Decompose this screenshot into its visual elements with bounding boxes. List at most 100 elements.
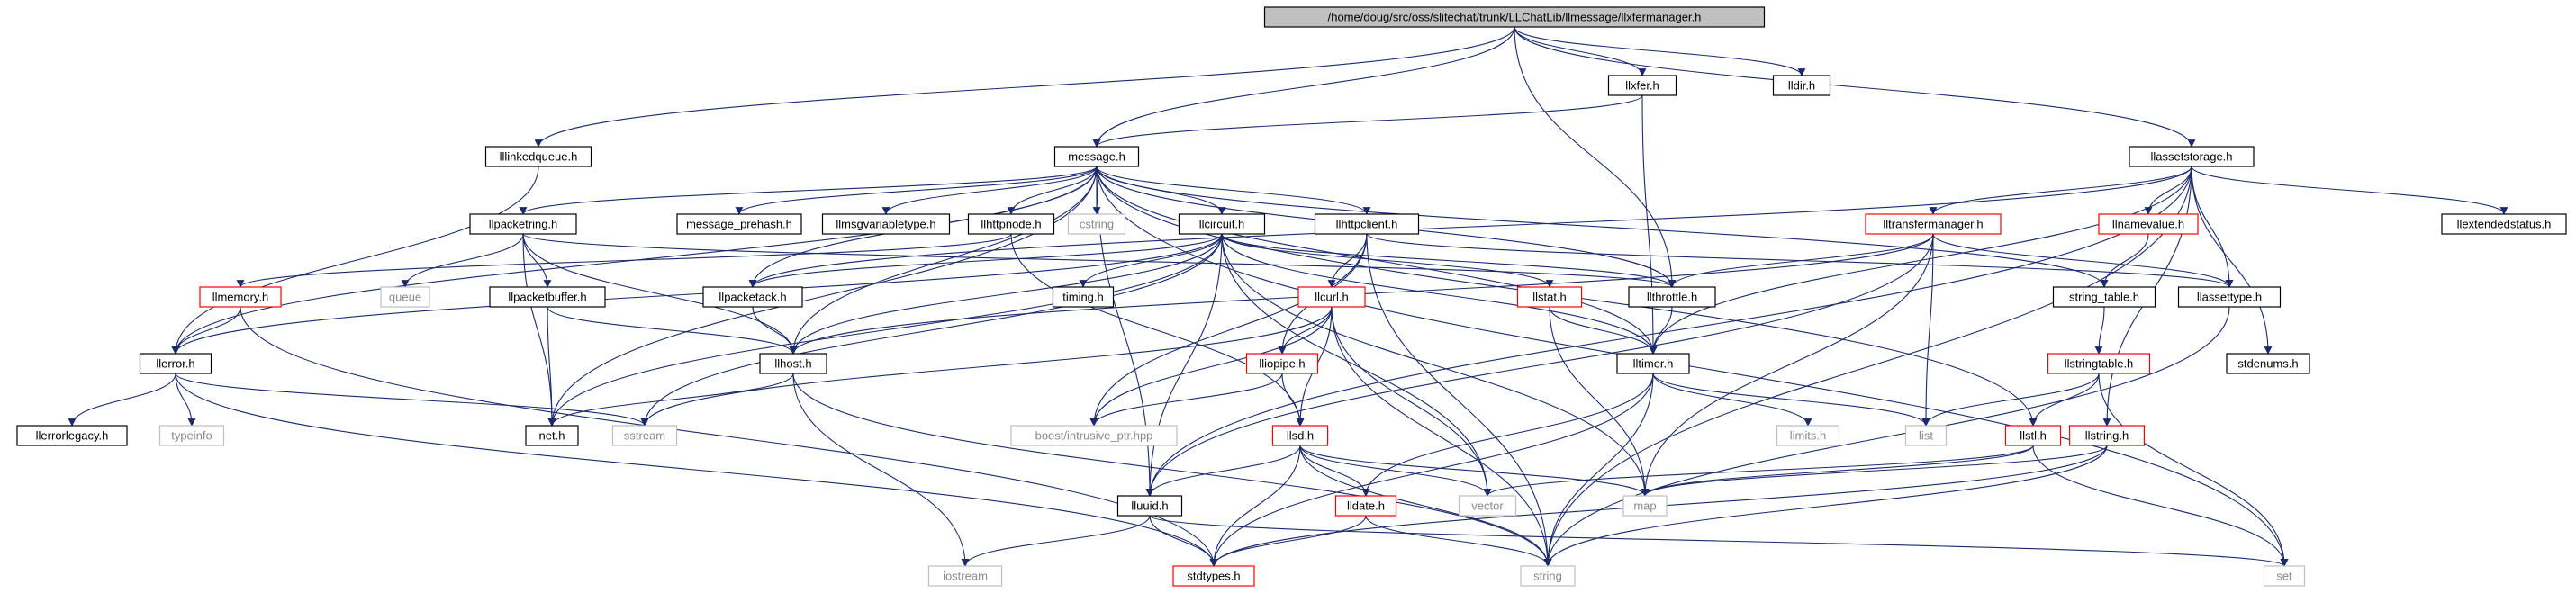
node-lliopipe[interactable]: lliopipe.h	[1245, 353, 1319, 374]
node-set[interactable]: set	[2263, 565, 2306, 587]
node-label: stdenums.h	[2237, 357, 2298, 371]
edge-llstat-to-map	[1549, 306, 1650, 497]
node-llnamevalue[interactable]: llnamevalue.h	[2098, 213, 2199, 235]
node-llerrorlegacy[interactable]: llerrorlegacy.h	[16, 425, 128, 446]
node-message[interactable]: message.h	[1053, 146, 1140, 167]
node-label: stdtypes.h	[1187, 570, 1240, 583]
edge-llstringtable-to-list	[1921, 373, 2100, 427]
edge-root-to-llxfer	[1514, 26, 1647, 76]
edge-lliopipe-to-boost	[1089, 373, 1283, 427]
node-limits[interactable]: limits.h	[1776, 425, 1840, 446]
node-llcurl[interactable]: llcurl.h	[1297, 286, 1366, 308]
node-timing[interactable]: timing.h	[1052, 286, 1115, 308]
node-llstringtable[interactable]: llstringtable.h	[2047, 353, 2151, 374]
node-box	[525, 425, 579, 446]
node-map[interactable]: map	[1622, 495, 1668, 517]
node-stdtypes[interactable]: stdtypes.h	[1172, 565, 1255, 587]
node-lldir[interactable]: lldir.h	[1772, 75, 1831, 96]
node-llpacketring[interactable]: llpacketring.h	[469, 213, 577, 235]
edge-llstl-to-map	[1641, 445, 2034, 497]
node-lldate[interactable]: lldate.h	[1334, 495, 1397, 517]
node-lllinkedqueue[interactable]: lllinkedqueue.h	[484, 146, 592, 167]
node-boost[interactable]: boost/intrusive_ptr.hpp	[1010, 425, 1178, 446]
node-llstring[interactable]: llstring.h	[2068, 425, 2146, 446]
node-typeinfo[interactable]: typeinfo	[158, 425, 225, 446]
edge-lltransfermanager-to-llthrottle	[1668, 233, 1934, 288]
node-box	[1067, 213, 1126, 235]
edge-llassetstorage-to-string	[1543, 166, 2192, 567]
edge-message-to-string_table	[1096, 166, 2109, 288]
edge-llcurl-to-string	[1331, 306, 1552, 567]
edge-llsd-to-string	[1299, 445, 1552, 567]
node-llpacketack[interactable]: llpacketack.h	[702, 286, 803, 308]
edge-message-to-llhttpnode	[1007, 166, 1098, 215]
node-iostream[interactable]: iostream	[927, 565, 1003, 587]
node-queue[interactable]: queue	[380, 286, 430, 308]
node-llsd[interactable]: llsd.h	[1271, 425, 1329, 446]
node-label: lltimer.h	[1633, 357, 1674, 371]
node-string-table[interactable]: string_table.h	[2052, 286, 2156, 308]
node-box	[16, 425, 128, 446]
node-box	[158, 425, 225, 446]
node-label: llassettype.h	[2197, 291, 2262, 304]
edge-llstring-to-map	[1641, 445, 2108, 497]
node-llcircuit[interactable]: llcircuit.h	[1178, 213, 1266, 235]
node-llxfer[interactable]: llxfer.h	[1607, 75, 1677, 96]
node-string[interactable]: string	[1520, 565, 1576, 587]
edge-llsd-to-stdtypes	[1209, 445, 1301, 567]
node-box	[1607, 75, 1677, 96]
node-llassetstorage[interactable]: llassetstorage.h	[2129, 146, 2255, 167]
node-label: llcircuit.h	[1199, 218, 1245, 231]
edge-lltransfermanager-to-llassettype	[1932, 233, 2234, 288]
node-label: lllinkedqueue.h	[500, 150, 578, 164]
edge-message-to-llmsgvariabletype	[881, 166, 1098, 215]
edge-llcircuit-to-llpacketack	[748, 233, 1223, 288]
edge-message-to-net	[547, 166, 1098, 427]
node-cstring[interactable]: cstring	[1067, 213, 1126, 235]
node-llhttpnode[interactable]: llhttpnode.h	[967, 213, 1055, 235]
edge-llsd-to-map	[1299, 445, 1650, 497]
edge-llcircuit-to-net	[547, 233, 1223, 427]
node-stdenums[interactable]: stdenums.h	[2226, 353, 2310, 374]
node-list[interactable]: list	[1904, 425, 1948, 446]
node-box	[1314, 213, 1420, 235]
node-box	[1178, 213, 1266, 235]
node-box	[1334, 495, 1397, 517]
node-box	[1010, 425, 1178, 446]
edge-llnamevalue-to-string_table	[2100, 233, 2149, 288]
node-box	[1297, 286, 1366, 308]
edge-lltimer-to-lldate	[1361, 373, 1654, 497]
node-vector[interactable]: vector	[1458, 495, 1517, 517]
node-lluuid[interactable]: lluuid.h	[1116, 495, 1183, 517]
node-sstream[interactable]: sstream	[611, 425, 678, 446]
node-lltimer[interactable]: lltimer.h	[1616, 353, 1690, 374]
node-box	[1271, 425, 1329, 446]
node-llmsgvariabletype[interactable]: llmsgvariabletype.h	[821, 213, 951, 235]
node-llpacketbuffer[interactable]: llpacketbuffer.h	[489, 286, 606, 308]
edge-lluuid-to-stdtypes	[1149, 515, 1218, 567]
node-llhttpclient[interactable]: llhttpclient.h	[1314, 213, 1420, 235]
node-root[interactable]: /home/doug/src/oss/slitechat/trunk/LLCha…	[1263, 6, 1766, 28]
node-label: string	[1533, 570, 1562, 583]
edge-lluuid-to-set	[1149, 515, 2289, 567]
node-llstl[interactable]: llstl.h	[2004, 425, 2062, 446]
node-box	[2441, 213, 2567, 235]
node-net[interactable]: net.h	[525, 425, 579, 446]
edge-llstringtable-to-llstl	[2029, 373, 2100, 427]
node-llextendedstatus[interactable]: llextendedstatus.h	[2441, 213, 2567, 235]
node-label: llhttpnode.h	[981, 218, 1041, 231]
node-llthrottle[interactable]: llthrottle.h	[1628, 286, 1716, 308]
node-label: lluuid.h	[1131, 499, 1168, 513]
edge-llstat-to-lltimer	[1549, 306, 1658, 355]
node-lltransfermanager[interactable]: lltransfermanager.h	[1865, 213, 2002, 235]
edge-llthrottle-to-lltimer	[1649, 306, 1673, 355]
node-box	[927, 565, 1003, 587]
node-llassettype[interactable]: llassettype.h	[2177, 286, 2282, 308]
node-llhost[interactable]: llhost.h	[759, 353, 827, 374]
node-label: llsd.h	[1287, 429, 1314, 443]
node-llmemory[interactable]: llmemory.h	[199, 286, 282, 308]
node-llstat[interactable]: llstat.h	[1516, 286, 1583, 308]
node-label: lldir.h	[1788, 79, 1815, 93]
node-llerror[interactable]: llerror.h	[139, 353, 212, 374]
node-message-prehash[interactable]: message_prehash.h	[676, 213, 802, 235]
